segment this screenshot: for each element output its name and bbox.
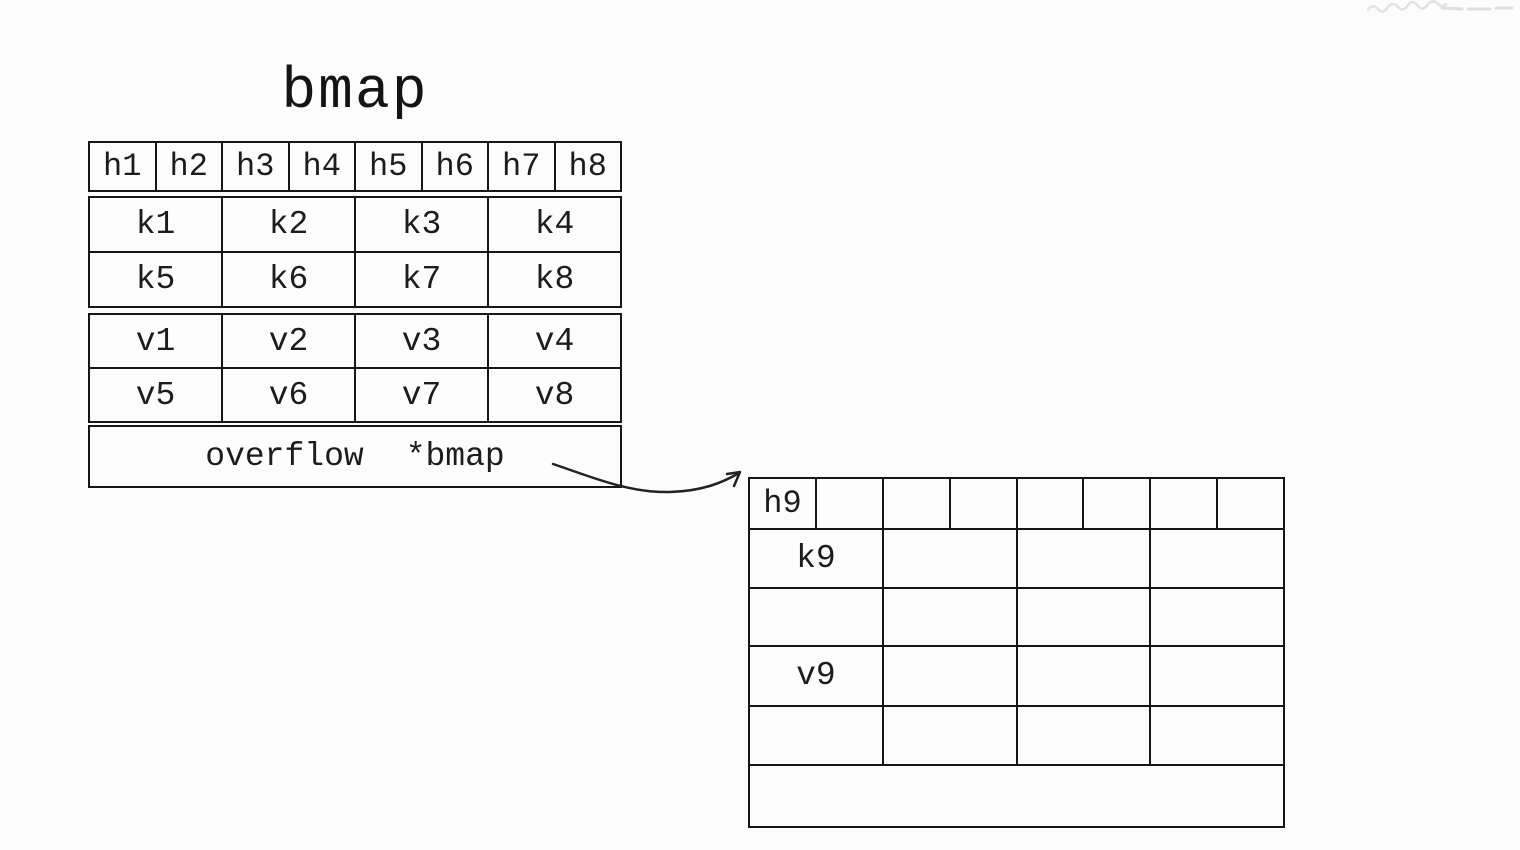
value-row: v9: [750, 647, 1283, 707]
bmap-title: bmap: [281, 60, 429, 125]
value-cell: v6: [223, 369, 356, 421]
header-cell: [884, 479, 951, 528]
value-cell: [884, 647, 1018, 705]
bmap-overflow-row: overflow *bmap: [88, 425, 622, 488]
key-cell: [884, 530, 1018, 587]
key-row: [750, 588, 1283, 646]
key-cell: k5: [90, 253, 223, 306]
key-cell: k8: [534, 261, 575, 298]
header-cell: h7: [489, 143, 556, 190]
key-cell: k1: [90, 198, 223, 251]
overflow-overflow-row: [748, 764, 1285, 828]
header-cell: h8: [568, 148, 607, 185]
key-cell: [750, 588, 884, 645]
value-cell: v9: [750, 647, 884, 705]
key-cell: k6: [223, 253, 356, 306]
key-cell: [1018, 588, 1152, 645]
value-cell: v3: [356, 315, 489, 367]
overflow-pointer: *bmap: [405, 438, 505, 475]
overflow-header-row: h9: [748, 477, 1285, 530]
value-cell: [1018, 647, 1152, 705]
bmap-header-row: h1 h2 h3 h4 h5 h6 h7 h8: [88, 141, 622, 192]
value-row: v5 v6 v7 v8: [90, 369, 620, 421]
overflow-label: overflow: [205, 438, 364, 475]
header-cell: h3: [223, 143, 290, 190]
value-cell: [1151, 707, 1283, 765]
header-cell: [951, 479, 1018, 528]
key-row: k9: [750, 530, 1283, 589]
header-cell: [1084, 479, 1152, 528]
value-row: v1 v2 v3 v4: [90, 315, 620, 369]
header-cell: h6: [423, 143, 489, 190]
watermark-scribble: [1366, 0, 1514, 13]
overflow-keys-block: k9: [748, 528, 1285, 647]
key-cell: [1151, 530, 1283, 587]
key-cell: k3: [356, 198, 489, 251]
header-cell: h9: [750, 479, 817, 528]
key-cell: [884, 588, 1018, 645]
value-cell: [750, 706, 884, 764]
value-cell: v5: [90, 369, 223, 421]
key-cell: k4: [534, 206, 575, 243]
bmap-values-block: v1 v2 v3 v4 v5 v6 v7 v8: [88, 313, 622, 423]
header-cell: h4: [290, 143, 356, 190]
header-cell: h5: [356, 143, 423, 190]
header-cell: [1151, 479, 1219, 528]
header-cell: h1: [90, 143, 157, 190]
overflow-values-block: v9: [748, 645, 1285, 766]
value-row: [750, 706, 1283, 765]
value-cell: v7: [356, 369, 489, 421]
value-cell: [1151, 647, 1283, 705]
bmap-table: h1 h2 h3 h4 h5 h6 h7 h8 k1 k2 k3 k4 k: [88, 141, 622, 489]
key-row: k5 k6 k7 k8: [90, 253, 620, 306]
value-cell: v2: [223, 315, 356, 367]
header-cell: h2: [157, 143, 223, 190]
overflow-bmap-table: h9 k9: [748, 477, 1285, 828]
key-cell: k9: [750, 530, 884, 587]
value-cell: [1018, 706, 1152, 764]
header-cell: [817, 479, 884, 528]
header-cell: [1218, 479, 1283, 528]
key-cell: k2: [223, 198, 356, 251]
value-cell: v8: [534, 376, 575, 414]
value-cell: v1: [90, 315, 223, 367]
bmap-keys-block: k1 k2 k3 k4 k5 k6 k7 k8: [88, 196, 622, 308]
value-cell: v4: [534, 322, 575, 360]
key-cell: [1151, 589, 1283, 646]
key-cell: k7: [356, 253, 489, 306]
key-row: k1 k2 k3 k4: [90, 198, 620, 253]
header-cell: [1018, 479, 1085, 528]
key-cell: [1018, 530, 1152, 587]
value-cell: [884, 706, 1018, 764]
